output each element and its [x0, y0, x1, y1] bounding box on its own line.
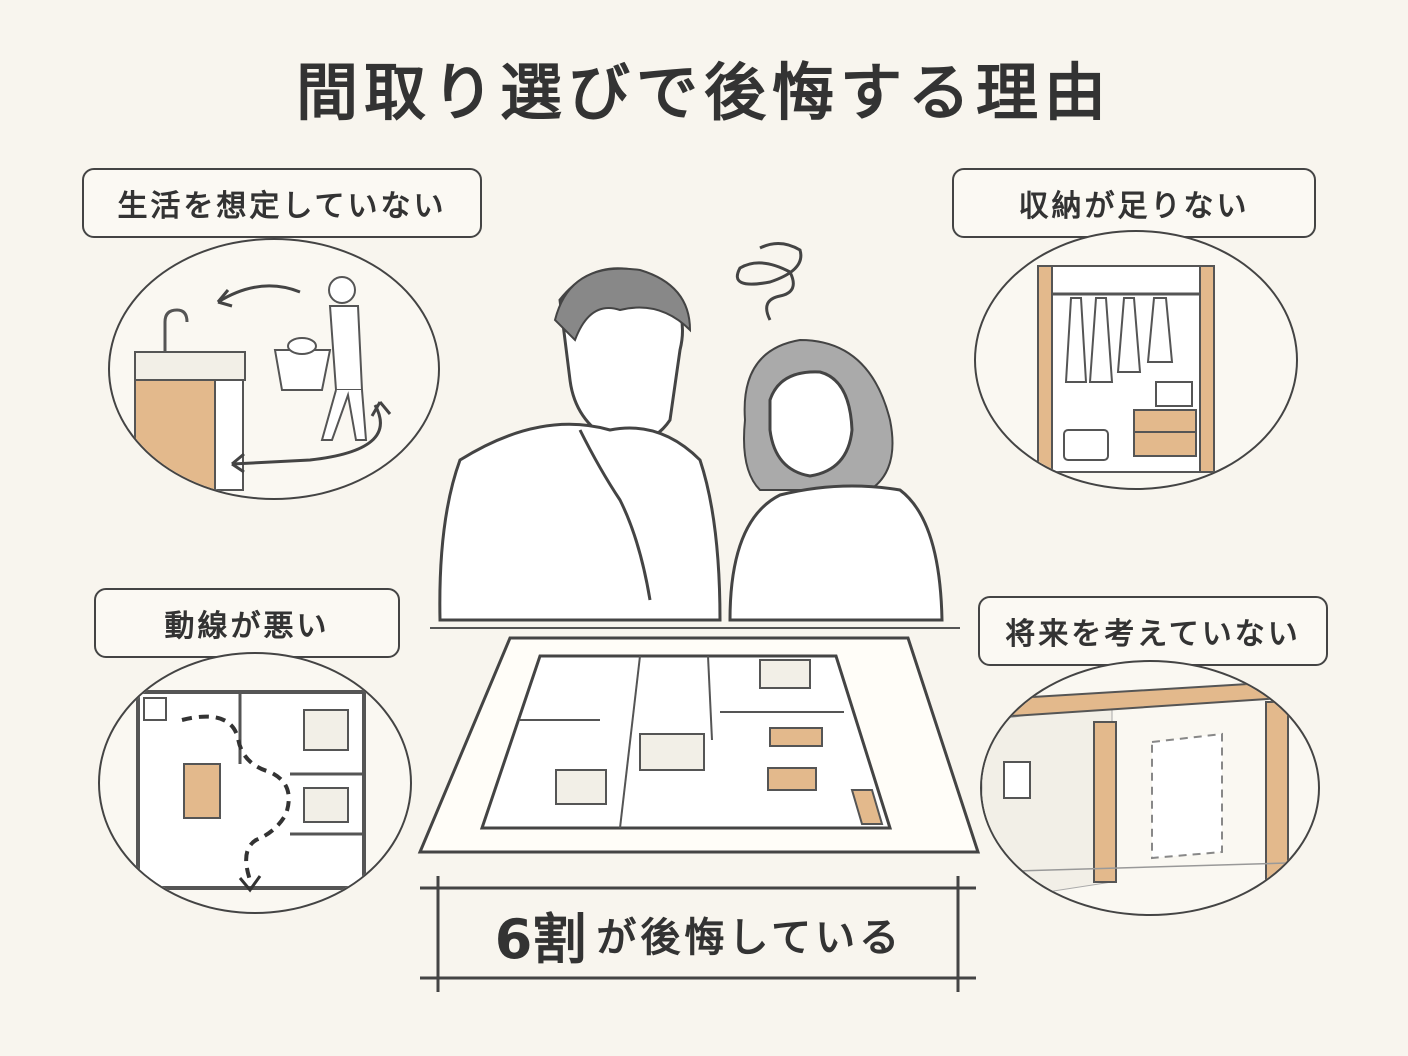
- storage-illustration-circle: [974, 230, 1298, 490]
- worry-swirl-icon: [735, 242, 803, 321]
- reason-label-storage: 収納が足りない: [952, 168, 1316, 238]
- reason-label-lifestyle-text: 生活を想定していない: [117, 189, 447, 224]
- reason-label-circulation: 動線が悪い: [94, 588, 400, 658]
- page-title: 間取り選びで後悔する理由: [295, 56, 1112, 129]
- reason-label-lifestyle: 生活を想定していない: [82, 168, 482, 238]
- reason-label-circulation-text: 動線が悪い: [164, 609, 330, 644]
- kitchen-scene-illustration: [134, 276, 392, 491]
- floorplan-sheet: [417, 636, 981, 854]
- closet-illustration: [1037, 265, 1215, 473]
- reason-label-future: 将来を考えていない: [978, 596, 1328, 666]
- summary-text: が後悔している: [596, 915, 904, 961]
- circulation-illustration-circle: [98, 652, 412, 914]
- empty-room-beams-illustration: [982, 680, 1318, 903]
- woman-figure: [728, 338, 944, 622]
- summary-highlight: 6割: [494, 907, 587, 971]
- summary-banner: 6割 が後悔している: [434, 885, 964, 983]
- man-figure: [438, 267, 722, 622]
- future-illustration-circle: [980, 660, 1320, 916]
- floorplan-route-illustration: [136, 690, 366, 893]
- reason-label-future-text: 将来を考えていない: [1005, 617, 1301, 652]
- lifestyle-illustration-circle: [108, 238, 440, 500]
- reason-label-storage-text: 収納が足りない: [1018, 189, 1250, 224]
